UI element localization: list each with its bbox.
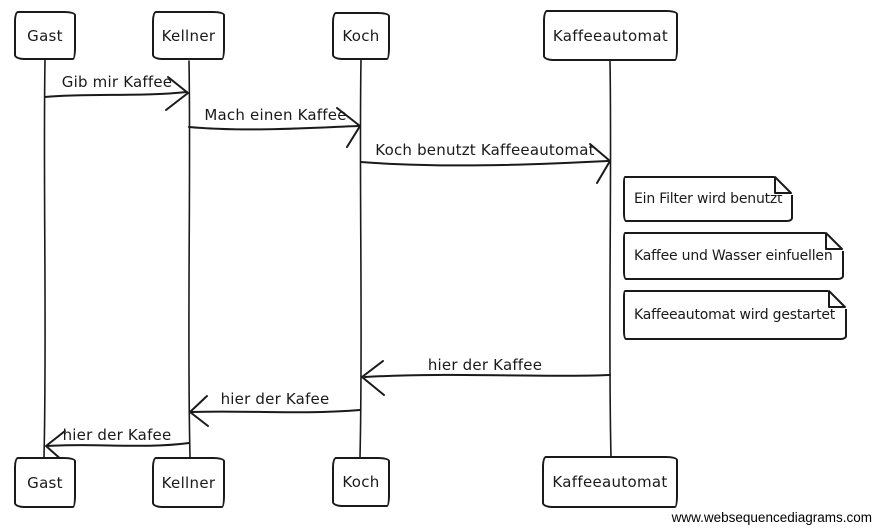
note-text: Kaffeeautomat wird gestartet bbox=[634, 307, 836, 323]
message-label-3: Koch benutzt Kaffeeautomat bbox=[375, 141, 595, 159]
note-text: Kaffee und Wasser einfuellen bbox=[634, 248, 833, 264]
actor-box-koch-bottom: Koch bbox=[332, 457, 390, 507]
message-line-1 bbox=[44, 91, 188, 98]
actor-box-koch-top: Koch bbox=[332, 12, 390, 60]
lifeline-gast bbox=[43, 59, 46, 458]
actor-label-koch: Koch bbox=[342, 473, 380, 491]
actor-box-kellner-bottom: Kellner bbox=[152, 457, 225, 508]
actor-box-gast-bottom: Gast bbox=[14, 457, 76, 508]
message-label-6: hier der Kafee bbox=[62, 426, 172, 444]
actor-label-koch: Koch bbox=[342, 27, 380, 45]
message-label-1: Gib mir Kaffee bbox=[61, 73, 173, 91]
message-line-2 bbox=[188, 125, 359, 131]
message-line-3 bbox=[360, 160, 609, 167]
note-fold-icon bbox=[828, 290, 847, 309]
actor-box-gast-top: Gast bbox=[14, 11, 76, 60]
message-line-4 bbox=[364, 373, 611, 378]
actor-label-gast: Gast bbox=[27, 26, 63, 45]
note-gestartet: Kaffeeautomat wird gestartet bbox=[623, 290, 847, 340]
actor-box-kellner-top: Kellner bbox=[152, 11, 225, 60]
actor-box-kaffeeautomat-top: Kaffeeautomat bbox=[543, 10, 678, 61]
actor-label-gast: Gast bbox=[27, 473, 63, 492]
note-kaffee-wasser: Kaffee und Wasser einfuellen bbox=[623, 232, 844, 280]
message-label-2: Mach einen Kaffee bbox=[204, 106, 347, 124]
note-fold-icon bbox=[774, 176, 793, 195]
actor-label-kaffeeautomat: Kaffeeautomat bbox=[552, 473, 668, 491]
message-line-5 bbox=[191, 409, 361, 414]
message-label-5: hier der Kafee bbox=[220, 390, 330, 408]
actor-label-kellner: Kellner bbox=[161, 26, 216, 45]
watermark: www.websequencediagrams.com bbox=[671, 510, 872, 525]
note-filter: Ein Filter wird benutzt bbox=[623, 176, 793, 222]
note-fold-icon bbox=[825, 232, 844, 251]
note-text: Ein Filter wird benutzt bbox=[634, 191, 783, 207]
actor-label-kellner: Kellner bbox=[161, 473, 216, 492]
actor-label-kaffeeautomat: Kaffeeautomat bbox=[552, 26, 669, 45]
actor-box-kaffeeautomat-bottom: Kaffeeautomat bbox=[542, 456, 678, 508]
message-label-4: hier der Kaffee bbox=[427, 356, 543, 374]
lifeline-kaffeeautomat bbox=[609, 60, 612, 458]
